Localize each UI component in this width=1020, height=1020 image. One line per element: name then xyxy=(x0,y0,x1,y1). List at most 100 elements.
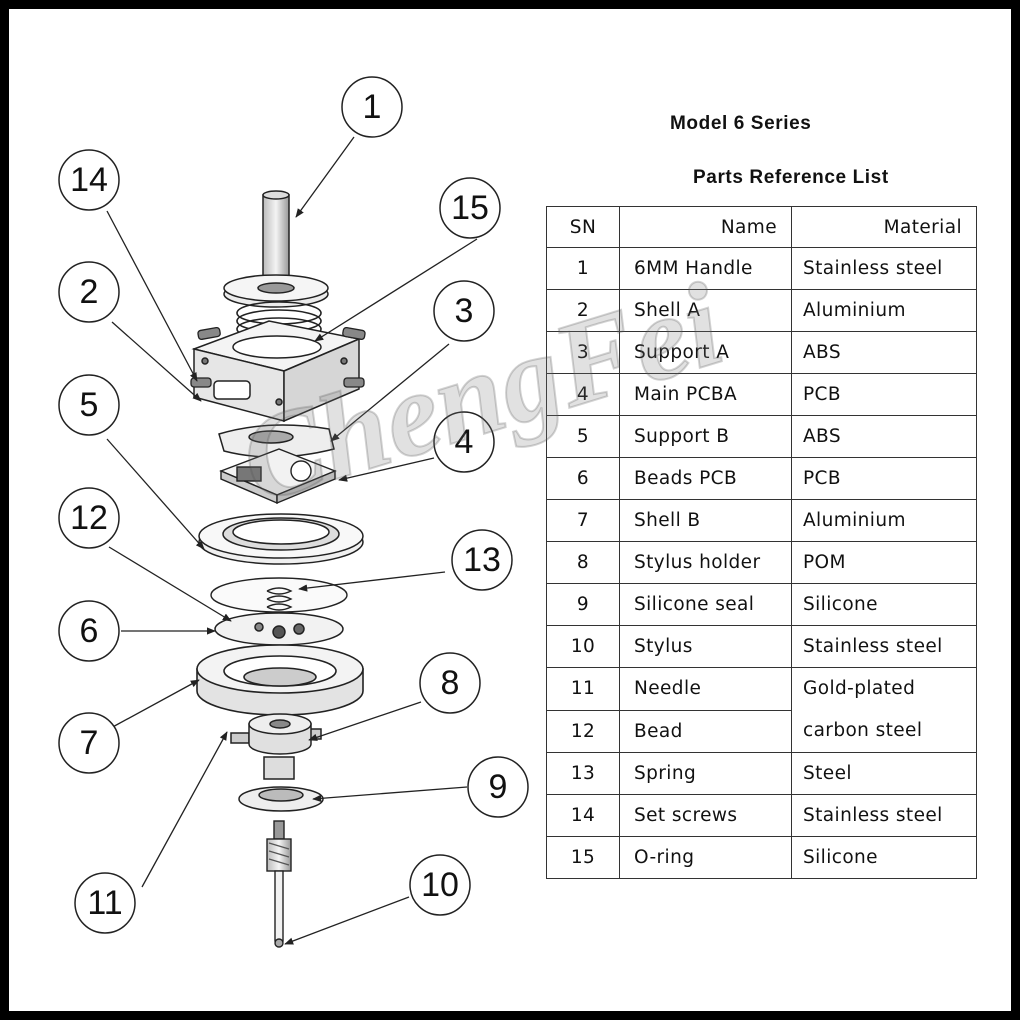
cell-sn: 1 xyxy=(546,247,620,290)
svg-text:10: 10 xyxy=(421,866,459,904)
part-spring xyxy=(210,577,348,613)
header-sn: SN xyxy=(546,206,620,248)
svg-text:14: 14 xyxy=(70,161,108,199)
cell-sn: 14 xyxy=(546,794,620,837)
callout-9: 9 xyxy=(467,756,529,818)
cell-name: Spring xyxy=(619,752,792,795)
cell-name: Support A xyxy=(619,331,792,374)
cell-sn: 11 xyxy=(546,667,620,711)
cell-name: Support B xyxy=(619,415,792,458)
svg-text:1: 1 xyxy=(363,88,382,126)
exploded-view-diagram: 1 14 15 2 3 5 4 12 13 6 8 7 9 10 11 xyxy=(58,76,529,948)
part-support-b xyxy=(198,513,364,565)
svg-text:13: 13 xyxy=(463,541,501,579)
cell-sn: 15 xyxy=(546,836,620,879)
callout-6: 6 xyxy=(58,600,120,662)
header-material: Material xyxy=(791,206,977,248)
cell-sn: 13 xyxy=(546,752,620,795)
cell-name: Set screws xyxy=(619,794,792,837)
callout-14: 14 xyxy=(58,149,120,211)
part-stylus xyxy=(266,820,292,948)
svg-text:6: 6 xyxy=(80,612,99,650)
cell-name: Main PCBA xyxy=(619,373,792,416)
cell-sn: 10 xyxy=(546,625,620,668)
svg-text:4: 4 xyxy=(455,423,474,461)
cell-name: O-ring xyxy=(619,836,792,879)
cell-material: Steel xyxy=(791,752,977,795)
callout-13: 13 xyxy=(451,529,513,591)
callout-1: 1 xyxy=(341,76,403,138)
cell-material: ABS xyxy=(791,415,977,458)
cell-name: Needle xyxy=(619,667,792,711)
svg-text:7: 7 xyxy=(80,724,99,762)
cell-sn: 4 xyxy=(546,373,620,416)
callout-10: 10 xyxy=(409,854,471,916)
svg-text:9: 9 xyxy=(489,768,508,806)
svg-text:15: 15 xyxy=(451,189,489,227)
parts-list-heading: Parts Reference List xyxy=(693,167,889,188)
svg-text:5: 5 xyxy=(80,386,99,424)
part-support-a xyxy=(218,424,335,458)
cell-sn: 3 xyxy=(546,331,620,374)
callout-12: 12 xyxy=(58,487,120,549)
cell-name: Stylus holder xyxy=(619,541,792,584)
cell-sn: 8 xyxy=(546,541,620,584)
part-handle xyxy=(223,190,329,308)
cell-material: Silicone xyxy=(791,583,977,626)
cell-sn: 9 xyxy=(546,583,620,626)
svg-text:3: 3 xyxy=(455,292,474,330)
svg-text:11: 11 xyxy=(87,884,122,922)
part-main-pcba xyxy=(219,448,337,505)
callout-bubbles: 1 14 15 2 3 5 4 12 13 6 8 7 9 10 11 xyxy=(58,76,529,934)
header-name: Name xyxy=(619,206,792,248)
cell-sn: 5 xyxy=(546,415,620,458)
part-set-screws xyxy=(190,326,366,388)
svg-text:12: 12 xyxy=(70,499,108,537)
part-beads-pcb xyxy=(214,612,344,646)
cell-material: Aluminium xyxy=(791,289,977,332)
cell-material: Stainless steel xyxy=(791,247,977,290)
cell-name: Beads PCB xyxy=(619,457,792,500)
callout-15: 15 xyxy=(439,177,501,239)
part-shell-b xyxy=(196,644,364,716)
cell-material: Stainless steel xyxy=(791,625,977,668)
cell-name: 6MM Handle xyxy=(619,247,792,290)
cell-sn: 6 xyxy=(546,457,620,500)
leader-lines xyxy=(106,136,478,945)
cell-sn: 12 xyxy=(546,709,620,753)
table-header-row: SN Name Material xyxy=(546,206,977,248)
diagram-frame: 1 14 15 2 3 5 4 12 13 6 8 7 9 10 11 Mode… xyxy=(9,9,1011,1011)
callout-4: 4 xyxy=(433,411,495,473)
part-silicone-seal xyxy=(238,786,324,812)
material-line-1: Gold-plated xyxy=(803,678,916,699)
cell-material: Stainless steel xyxy=(791,794,977,837)
cell-name: Shell B xyxy=(619,499,792,542)
cell-material: POM xyxy=(791,541,977,584)
model-title: Model 6 Series xyxy=(670,113,812,134)
cell-sn: 2 xyxy=(546,289,620,332)
callout-3: 3 xyxy=(433,280,495,342)
callout-7: 7 xyxy=(58,712,120,774)
cell-material: Silicone xyxy=(791,836,977,879)
cell-material: Aluminium xyxy=(791,499,977,542)
cell-sn: 7 xyxy=(546,499,620,542)
cell-name: Stylus xyxy=(619,625,792,668)
cell-material: ABS xyxy=(791,331,977,374)
callout-8: 8 xyxy=(419,652,481,714)
callout-5: 5 xyxy=(58,374,120,436)
callout-2: 2 xyxy=(58,261,120,323)
cell-name: Shell A xyxy=(619,289,792,332)
